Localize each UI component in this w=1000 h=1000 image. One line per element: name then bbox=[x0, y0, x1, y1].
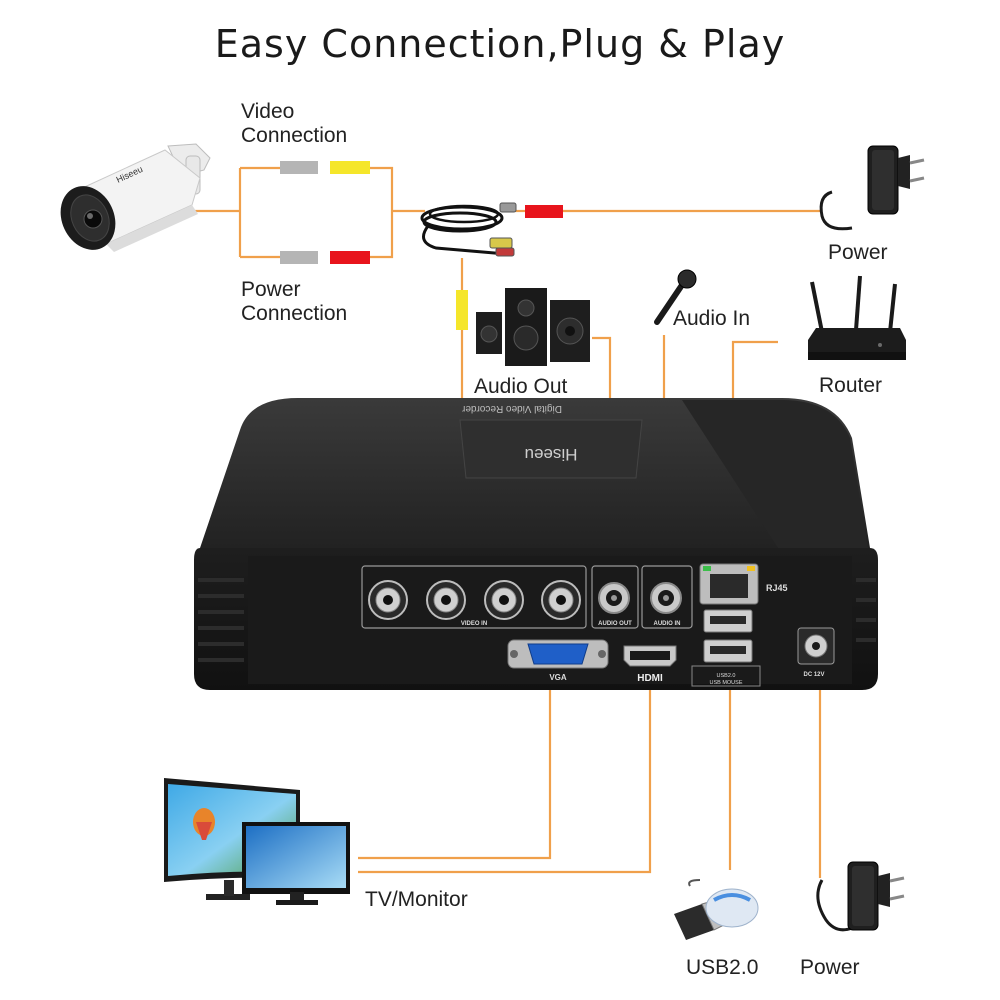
speaker-icon bbox=[476, 288, 590, 366]
vga-port bbox=[527, 643, 589, 665]
dvr-model-text: Digital Video Recorder bbox=[461, 403, 562, 414]
microphone-icon bbox=[654, 269, 697, 325]
rj45-led-yellow bbox=[747, 566, 755, 571]
label-power-connection-line2: Connection bbox=[241, 302, 348, 325]
port-label-rj45: RJ45 bbox=[766, 583, 788, 593]
label-power-bottom: Power bbox=[800, 956, 860, 979]
label-audio-in: Audio In bbox=[673, 307, 751, 330]
label-audio-out: Audio Out bbox=[474, 375, 568, 398]
adapter-icon bbox=[819, 145, 925, 231]
usb-label-box bbox=[691, 665, 761, 687]
bnc-port-center-3 bbox=[499, 595, 509, 605]
camera-icon: Hiseeu bbox=[60, 143, 211, 252]
plug-yellow-dvr bbox=[456, 290, 468, 330]
adapter-icon bbox=[816, 861, 905, 932]
vga-screw-right bbox=[598, 650, 606, 658]
plugs bbox=[280, 161, 563, 330]
rj45-socket bbox=[710, 574, 748, 598]
plug-yellow-video bbox=[330, 161, 370, 174]
port-label-dc: DC 12V bbox=[803, 672, 824, 678]
port-label-audio-in: AUDIO IN bbox=[654, 621, 681, 627]
wire-vga bbox=[358, 655, 552, 860]
port-label-vga: VGA bbox=[549, 673, 567, 682]
rca-audio-in-pin bbox=[663, 595, 669, 601]
router-icon bbox=[808, 275, 906, 360]
dvr-brand: Hiseeu bbox=[525, 445, 578, 464]
dc-port-pin bbox=[812, 642, 820, 650]
usb-port-slot-2 bbox=[710, 646, 746, 654]
label-power-top: Power bbox=[828, 241, 888, 264]
port-label-usb-mouse: USB MOUSE bbox=[709, 680, 742, 686]
rj45-led-green bbox=[703, 566, 711, 571]
label-router: Router bbox=[819, 374, 883, 397]
cable-icon bbox=[420, 202, 517, 257]
bnc-port-center-4 bbox=[556, 595, 566, 605]
plug-red-adapter bbox=[525, 205, 563, 218]
label-power-connection-line1: Power bbox=[241, 278, 301, 301]
plug-gray-video bbox=[280, 161, 318, 174]
label-usb: USB2.0 bbox=[686, 956, 759, 979]
mouse-icon bbox=[688, 879, 759, 928]
port-label-hdmi: HDMI bbox=[637, 673, 663, 684]
usb-port-slot-1 bbox=[710, 616, 746, 624]
port-label-video-in: VIDEO IN bbox=[461, 621, 487, 627]
bnc-port-center-1 bbox=[383, 595, 393, 605]
label-tv-monitor: TV/Monitor bbox=[365, 888, 468, 911]
port-label-audio-out: AUDIO OUT bbox=[598, 621, 632, 627]
wire-split-right bbox=[370, 166, 394, 259]
plug-gray-power bbox=[280, 251, 318, 264]
vga-screw-left bbox=[510, 650, 518, 658]
dvr-ports bbox=[368, 563, 835, 687]
port-label-usb: USB2.0 bbox=[717, 673, 736, 679]
label-video-connection-line2: Connection bbox=[241, 124, 348, 147]
monitor-icon bbox=[164, 778, 350, 905]
wire-hdmi bbox=[358, 660, 652, 874]
label-video-connection-line1: Video bbox=[241, 100, 295, 123]
hdmi-slot bbox=[630, 651, 670, 660]
page-title: Easy Connection,Plug & Play bbox=[214, 22, 786, 66]
plug-red-power bbox=[330, 251, 370, 264]
bnc-port-center-2 bbox=[441, 595, 451, 605]
rca-audio-out-pin bbox=[611, 595, 617, 601]
